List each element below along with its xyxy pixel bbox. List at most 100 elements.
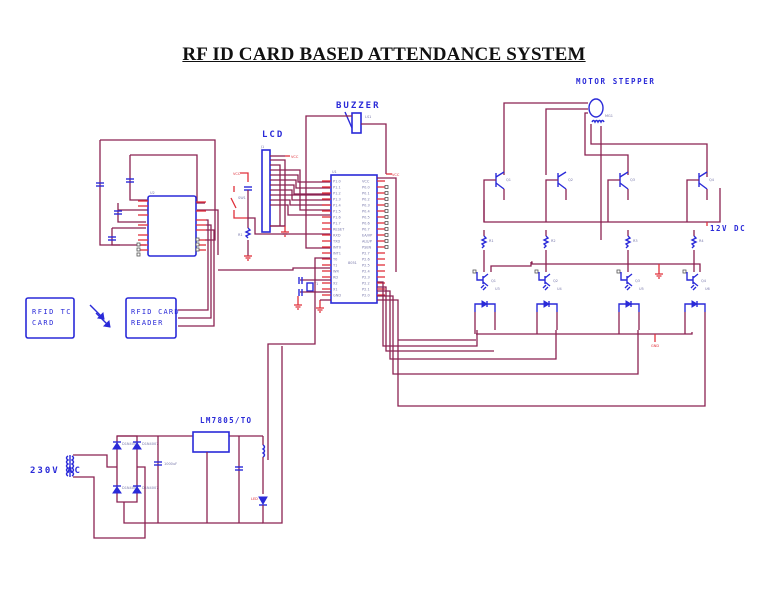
svg-text:P0.2: P0.2 [362,197,370,201]
svg-text:U4: U4 [557,287,563,291]
svg-text:P2.4: P2.4 [362,269,370,273]
mcu-pin-left: INT0 [322,245,341,249]
max232-section: U2 [96,139,219,327]
mcu-pin-right: P0.6 [362,221,389,225]
gnd-net-label: GND [651,344,659,348]
svg-text:D1N4007: D1N4007 [142,442,158,446]
svg-text:P2.0: P2.0 [362,293,370,297]
reset-resistor-ref: R1 [238,233,243,237]
reset-switch: VCC SW1 R1 [230,172,330,261]
mcu-pin-left: RD [322,275,338,279]
motor-label: MOTOR STEPPER [576,77,656,86]
svg-text:P1.1: P1.1 [333,185,341,189]
svg-text:P2.7: P2.7 [362,251,370,255]
mcu-pin-left: GND [322,293,341,297]
supply-12v-label: 12V DC [710,224,746,233]
transistor-q1: Q1 [483,171,511,222]
svg-text:P0.1: P0.1 [362,191,370,195]
svg-text:U3: U3 [495,287,500,291]
rfid-reader-label-2: READER [131,319,164,327]
rfid-tag-block: RFID TC CARD [25,297,75,339]
buzzer-symbol [351,112,362,134]
svg-text:P1.7: P1.7 [333,221,341,225]
svg-text:P0.6: P0.6 [362,221,370,225]
lcd-ref: J1 [260,145,264,149]
svg-text:PSEN: PSEN [362,245,372,249]
mcu-pin-right: P2.1 [362,287,385,291]
mcu-pin-right: P0.5 [362,215,389,219]
transformer-icon [65,455,75,477]
mcu-pin-left: T0 [322,257,337,261]
svg-text:Q1: Q1 [491,279,496,283]
bridge-diode-icon: D1N4007 [132,441,158,450]
capacitor-c3 [108,236,116,241]
mcu-pin-right: P0.7 [362,227,389,231]
mcu-pin-right: P0.1 [362,191,389,195]
svg-text:VCC: VCC [362,179,370,183]
rfid-tag-label-2: CARD [32,319,55,327]
rfid-tag-label-1: RFID TC [32,308,72,316]
mcu-pin-right: EA/VP [362,233,389,237]
svg-text:P0.3: P0.3 [362,203,370,207]
svg-text:P0.4: P0.4 [362,209,370,213]
svg-text:P1.3: P1.3 [333,197,341,201]
mcu-pin-left: P1.5 [322,209,341,213]
mcu-pin-left: TXD [322,239,341,243]
rfid-reader-label-1: RFID CARD [131,308,180,316]
svg-text:TXD: TXD [332,239,341,243]
mcu-vcc-label: VCC [392,173,400,177]
mcu-pin-right: VCC [362,179,385,183]
svg-text:Q3: Q3 [635,279,640,283]
switch-ref: SW1 [238,196,246,200]
svg-text:U5: U5 [639,287,644,291]
svg-text:P2.3: P2.3 [362,275,370,279]
capacitor-c2 [114,210,122,215]
svg-text:P1.5: P1.5 [333,209,341,213]
led-icon [258,496,268,506]
mcu-part: 8051 [348,261,357,265]
voltage-regulator [192,431,230,453]
svg-text:T1: T1 [332,263,337,267]
rfid-reader-block: RFID CARD READER [125,297,180,339]
capacitor-c1 [126,178,134,183]
transistor-q4: Q4 [686,171,715,222]
filter-cap-label: 1000uF [164,462,177,466]
svg-text:INT1: INT1 [333,251,341,255]
regulator-label: LM7805/TO [200,416,252,425]
mcu-pin-left: T1 [322,263,337,267]
motor-ref: MG1 [605,114,613,118]
max232-ref: U2 [150,191,155,195]
mcu-pin-right: PSEN [362,245,389,249]
mcu-pin-left: P1.4 [322,203,341,207]
rf-signal-arrows-icon [89,304,111,328]
svg-text:RXD: RXD [333,233,341,237]
svg-text:U6: U6 [705,287,710,291]
lcd-section: LCD J1 VCC VCC SW1 [230,130,330,261]
transistor-q3: Q3 [607,171,635,222]
lcd-connector [261,149,271,233]
svg-text:R4: R4 [699,239,704,243]
bridge-diode-icon: D1N4007 [112,485,138,494]
svg-text:P0.7: P0.7 [362,227,370,231]
svg-text:P0.5: P0.5 [362,215,370,219]
svg-text:WR: WR [333,269,339,273]
mcu-pin-left: P1.0 [322,179,341,183]
bridge-diode-icon: D1N4007 [112,441,138,450]
diagram-title: RF ID CARD BASED ATTENDANCE SYSTEM [182,44,586,65]
svg-text:Q4: Q4 [709,178,715,182]
svg-text:R3: R3 [633,239,638,243]
mcu-pin-left: WR [322,269,339,273]
lcd-label: LCD [262,130,284,140]
svg-text:ALE/P: ALE/P [362,239,372,243]
mcu-pin-right: P0.0 [362,185,389,189]
mcu-pin-left: P1.1 [322,185,341,189]
svg-text:P1.4: P1.4 [333,203,341,207]
crystal-ref: Y1 [314,282,318,286]
svg-text:P2.2: P2.2 [362,281,370,285]
svg-text:P2.6: P2.6 [362,257,370,261]
mcu-pin-right: P0.4 [362,209,389,213]
